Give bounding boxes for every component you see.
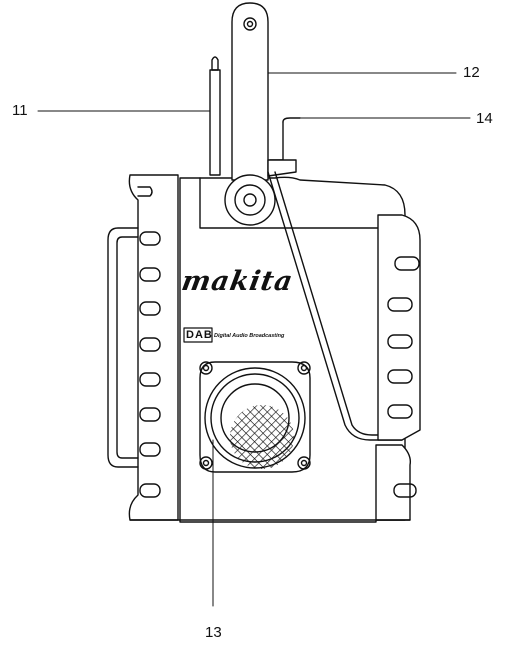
bottom-edge	[129, 519, 411, 523]
strap-line	[267, 171, 403, 441]
dab-subtitle: Digital Audio Broadcasting	[214, 333, 285, 339]
callout-13: 13	[205, 624, 222, 641]
dab-logo-mark	[183, 327, 213, 343]
strap-line-inner	[274, 171, 403, 436]
speaker	[199, 361, 311, 473]
callout-11: 11	[12, 102, 28, 119]
right-bumper	[375, 214, 421, 521]
speaker-grille	[230, 405, 294, 469]
brand-logo: makita	[179, 266, 296, 297]
leader-lines	[37, 72, 471, 607]
side-grip	[107, 227, 139, 468]
callout-12: 12	[463, 64, 480, 81]
callout-14: 14	[476, 110, 493, 127]
left-bumper	[128, 174, 179, 521]
dab-logo-text: DAB	[186, 329, 213, 341]
antenna	[209, 56, 221, 176]
carry-handle	[224, 2, 276, 226]
handle-lock	[267, 117, 301, 177]
